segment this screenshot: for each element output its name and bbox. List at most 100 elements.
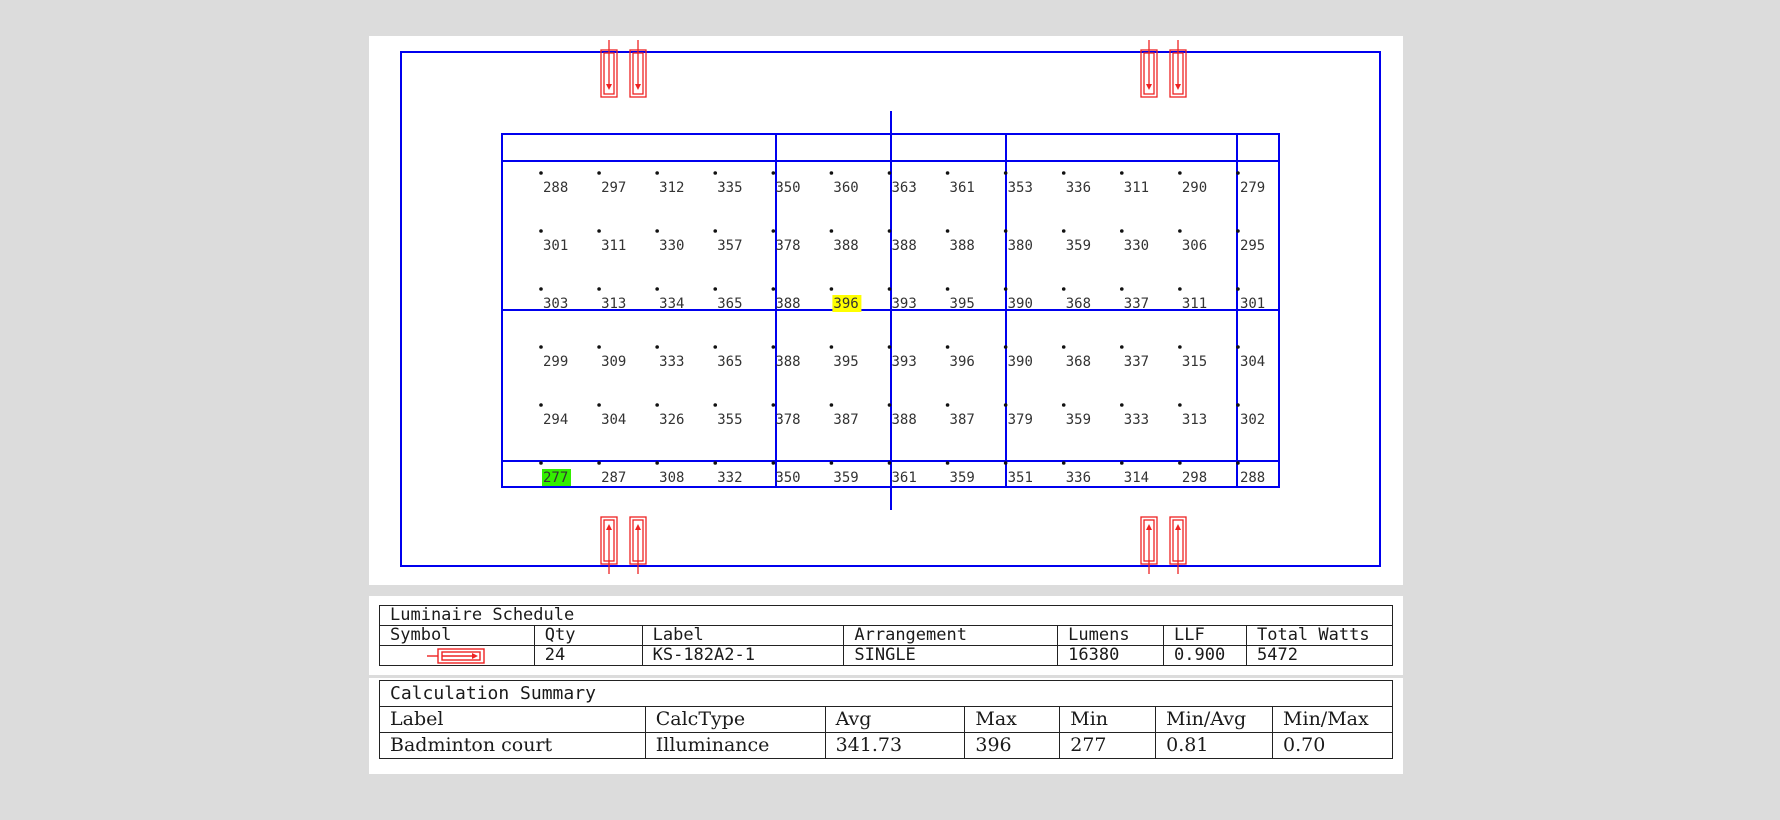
grid-point-dot	[1003, 461, 1008, 465]
qty-cell: 24	[533, 645, 643, 666]
grid-point-dot	[655, 345, 659, 349]
grid-point-dot	[1178, 345, 1182, 349]
aim-arrow-icon	[1146, 84, 1152, 90]
grid-value-label: 313	[1182, 412, 1207, 428]
luminaire-fixture-icon	[629, 516, 647, 574]
grid-value-label: 290	[1182, 180, 1207, 196]
grid-point-dot	[771, 403, 776, 407]
grid-point-dot	[829, 345, 834, 349]
grid-value-label: 378	[775, 412, 800, 428]
luminaire-fixture-icon	[600, 40, 618, 98]
grid-point-dot	[1003, 345, 1008, 349]
grid-point-dot	[1120, 171, 1124, 175]
grid-value-label: 311	[1124, 180, 1149, 196]
grid-point-dot	[713, 229, 718, 233]
grid-value-label: 388	[891, 412, 916, 428]
grid-point-dot	[771, 229, 776, 233]
grid-value-label: 361	[950, 180, 975, 196]
grid-point-dot	[655, 461, 659, 465]
lumens-cell: 16380	[1057, 645, 1165, 666]
max-value-highlight	[832, 295, 862, 312]
grid-value-label: 350	[775, 470, 800, 486]
grid-point-dot	[829, 229, 834, 233]
grid-point-dot	[713, 171, 718, 175]
grid-point-dot	[887, 229, 892, 233]
header-max: Max	[964, 706, 1061, 733]
luminaire-schedule-title: Luminaire Schedule	[379, 605, 1393, 626]
header-min-max: Min/Max	[1272, 706, 1393, 733]
min-cell: 277	[1059, 732, 1157, 759]
grid-value-label: 294	[543, 412, 568, 428]
grid-value-label: 388	[775, 354, 800, 370]
header-calctype: CalcType	[644, 706, 826, 733]
grid-point-dot	[887, 287, 892, 291]
grid-value-label: 355	[717, 412, 742, 428]
arrangement-cell: SINGLE	[843, 645, 1059, 666]
header-qty: Qty	[533, 625, 643, 646]
grid-point-dot	[713, 345, 718, 349]
calctype-cell: Illuminance	[644, 732, 826, 759]
header-avg: Avg	[824, 706, 966, 733]
grid-point-dot	[771, 171, 776, 175]
calculation-summary-table: Calculation Summary Label CalcType Avg M…	[379, 680, 1393, 759]
grid-value-label: 357	[717, 238, 742, 254]
grid-value-label: 395	[950, 296, 975, 312]
grid-point-dot	[771, 345, 776, 349]
grid-point-dot	[829, 287, 834, 291]
grid-value-label: 302	[1240, 412, 1265, 428]
grid-value-label: 336	[1066, 470, 1091, 486]
grid-value-label: 390	[1008, 296, 1033, 312]
grid-point-dot	[829, 461, 834, 465]
grid-point-dot	[945, 403, 950, 407]
grid-value-label: 368	[1066, 354, 1091, 370]
aim-arrow-icon	[635, 524, 641, 530]
grid-value-label: 350	[775, 180, 800, 196]
table-row: Badminton court Illuminance 341.73 396 2…	[379, 732, 1393, 759]
grid-value-label: 390	[1008, 354, 1033, 370]
grid-point-dot	[1120, 345, 1124, 349]
grid-value-label: 363	[891, 180, 916, 196]
grid-value-label: 365	[717, 296, 742, 312]
grid-value-label: 304	[601, 412, 626, 428]
grid-value-label: 387	[833, 412, 858, 428]
grid-value-label: 361	[891, 470, 916, 486]
grid-value-label: 295	[1240, 238, 1265, 254]
grid-point-dot	[1120, 229, 1124, 233]
grid-value-label: 359	[950, 470, 975, 486]
luminaire-fixture-icon	[1169, 516, 1187, 574]
grid-point-dot	[829, 171, 834, 175]
court-lines	[400, 51, 1381, 567]
room-boundary	[400, 51, 1381, 567]
header-llf: LLF	[1163, 625, 1247, 646]
grid-value-label: 378	[775, 238, 800, 254]
aim-arrow-icon	[635, 84, 641, 90]
grid-value-label: 277	[543, 470, 568, 486]
grid-point-dot	[1178, 171, 1182, 175]
grid-point-dot	[1178, 229, 1182, 233]
grid-point-dot	[1003, 229, 1008, 233]
grid-point-dot	[539, 345, 543, 349]
luminaire-symbol-icon	[426, 647, 485, 664]
grid-value-label: 336	[1066, 180, 1091, 196]
avg-cell: 341.73	[824, 732, 966, 759]
calculation-summary-title: Calculation Summary	[379, 680, 1393, 707]
grid-value-label: 288	[1240, 470, 1265, 486]
grid-value-label: 359	[1066, 238, 1091, 254]
grid-point-dot	[539, 403, 543, 407]
grid-value-label: 359	[1066, 412, 1091, 428]
grid-value-label: 388	[833, 238, 858, 254]
grid-point-dot	[597, 287, 601, 291]
grid-value-label: 396	[950, 354, 975, 370]
grid-point-dot	[539, 287, 543, 291]
grid-value-label: 299	[543, 354, 568, 370]
header-label: Label	[641, 625, 845, 646]
grid-value-label: 326	[659, 412, 684, 428]
grid-value-label: 333	[659, 354, 684, 370]
grid-point-dot	[1061, 461, 1066, 465]
header-lumens: Lumens	[1057, 625, 1165, 646]
grid-point-dot	[655, 287, 659, 291]
llf-cell: 0.900	[1163, 645, 1247, 666]
luminaire-fixture-icon	[629, 40, 647, 98]
grid-value-label: 360	[833, 180, 858, 196]
